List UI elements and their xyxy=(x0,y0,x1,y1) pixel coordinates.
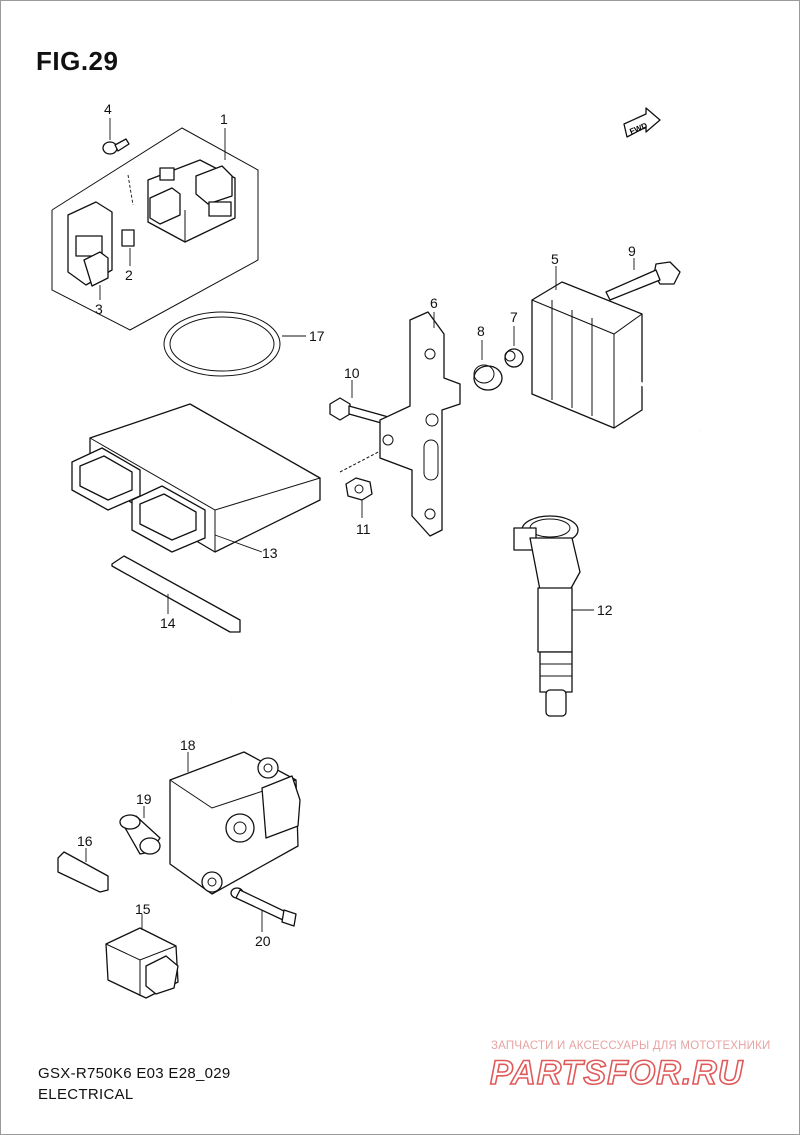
part-7-collar xyxy=(504,326,524,368)
part-4-screw xyxy=(102,138,130,155)
part-19-spacer xyxy=(119,806,161,855)
part-12-ignition-coil xyxy=(513,515,594,717)
part-18-sensor-bracket xyxy=(169,696,301,895)
part-3-holder xyxy=(67,201,113,287)
section-name: ELECTRICAL xyxy=(38,1086,134,1103)
callout-6: 6 xyxy=(430,295,438,311)
watermark-tagline: ЗАПЧАСТИ И АКСЕССУАРЫ ДЛЯ МОТОТЕХНИКИ xyxy=(491,1040,771,1052)
part-20-screw xyxy=(230,887,297,932)
forward-arrow-icon: FWD xyxy=(623,107,661,138)
callout-9: 9 xyxy=(628,243,636,259)
relay-assembly-group xyxy=(51,118,259,331)
part-14-pad xyxy=(111,555,241,633)
part-1-relay xyxy=(147,159,236,243)
callout-20: 20 xyxy=(255,933,271,949)
part-17-ring xyxy=(163,311,306,377)
callout-15: 15 xyxy=(135,901,151,917)
callout-8: 8 xyxy=(477,323,485,339)
callout-1: 1 xyxy=(220,111,228,127)
part-2-fuse xyxy=(121,229,135,247)
callout-7: 7 xyxy=(510,309,518,325)
callout-4: 4 xyxy=(104,101,112,117)
part-15-connector xyxy=(105,914,179,999)
callout-11: 11 xyxy=(356,521,371,537)
callout-14: 14 xyxy=(160,615,176,631)
callout-labels: 4 1 2 3 9 5 6 7 8 17 10 11 13 12 14 18 1… xyxy=(77,101,636,949)
part-8-grommet xyxy=(473,340,503,391)
callout-19: 19 xyxy=(136,791,152,807)
callout-10: 10 xyxy=(344,365,360,381)
part-16-block xyxy=(57,848,109,893)
model-code: GSX-R750K6 E03 E28_029 xyxy=(38,1065,231,1082)
part-9-bolt xyxy=(605,258,681,301)
callout-17: 17 xyxy=(309,328,325,344)
callout-13: 13 xyxy=(262,545,278,561)
callout-5: 5 xyxy=(551,251,559,267)
part-6-bracket xyxy=(379,311,461,537)
part-11-nut xyxy=(339,447,387,518)
callout-18: 18 xyxy=(180,737,196,753)
watermark-brand: PARTSFOR.RU xyxy=(490,1054,744,1090)
callout-16: 16 xyxy=(77,833,93,849)
callout-12: 12 xyxy=(597,602,613,618)
part-13-ecu xyxy=(71,403,321,553)
part-5-regulator xyxy=(531,266,702,432)
watermark-logo: PARTSFOR.RU xyxy=(489,1054,744,1090)
figure-title: FIG.29 xyxy=(36,46,119,76)
callout-3: 3 xyxy=(95,301,103,317)
callout-2: 2 xyxy=(125,267,133,283)
